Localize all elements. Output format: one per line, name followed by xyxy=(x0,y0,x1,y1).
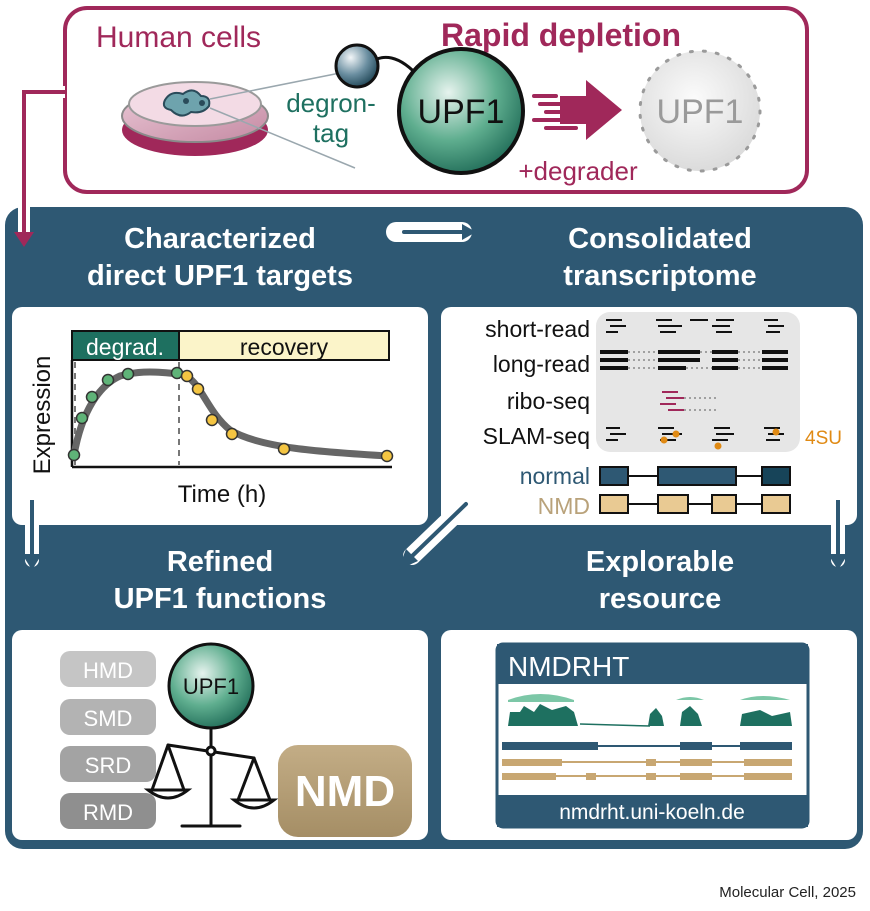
y-axis-label: Expression xyxy=(29,356,56,475)
rapid-depletion-title: Rapid depletion xyxy=(441,17,681,53)
row-label-slam-seq: SLAM-seq xyxy=(483,423,590,449)
targets-title-line1: Characterized xyxy=(124,223,316,255)
pathway-rmd-label: RMD xyxy=(83,800,133,825)
ribo-seq-track xyxy=(660,391,716,411)
upf1-protein-icon xyxy=(397,47,525,175)
pathway-hmd-box xyxy=(60,651,156,687)
panel-targets: Characterized direct UPF1 targets degrad… xyxy=(12,223,428,525)
coverage-track xyxy=(508,694,792,727)
functions-title-line1: Refined xyxy=(167,546,273,578)
data-point xyxy=(277,442,291,456)
reads-background xyxy=(596,312,800,452)
nmd-isoform xyxy=(599,494,791,514)
data-point xyxy=(101,373,115,387)
transcriptome-title-line2: transcriptome xyxy=(563,260,756,292)
arrow-down-icon xyxy=(22,554,42,570)
arrow-right-icon xyxy=(462,224,476,240)
resource-url[interactable]: nmdrht.uni-koeln.de xyxy=(559,801,745,824)
functions-title-line2: UPF1 functions xyxy=(114,583,327,615)
pathway-smd-label: SMD xyxy=(84,706,133,731)
nmd-box xyxy=(278,745,412,837)
panel-resource: Explorable resource NMDRHT nmdrht.uni-ko… xyxy=(398,493,857,840)
degrader-label: +degrader xyxy=(518,156,638,186)
transcriptome-title-line1: Consolidated xyxy=(568,223,752,255)
row-label-short-read: short-read xyxy=(485,316,590,342)
degron-label-line2: tag xyxy=(313,118,349,148)
app-name: NMDRHT xyxy=(508,651,629,682)
targets-title-line2: direct UPF1 targets xyxy=(87,260,353,292)
short-reads-track xyxy=(606,319,784,333)
arrow-down-icon xyxy=(14,232,34,247)
degron-tag-icon xyxy=(334,43,380,89)
phase-degrad-label: degrad. xyxy=(86,334,164,360)
transcript-track-tan xyxy=(502,759,792,780)
long-reads-track xyxy=(600,350,788,370)
arrow-down-icon xyxy=(828,554,848,570)
data-point xyxy=(85,390,99,404)
4su-label: 4SU xyxy=(805,428,842,449)
upf1-label: UPF1 xyxy=(418,93,505,131)
top-panel: Human cells Rapid depletion degron- tag … xyxy=(14,6,809,247)
balance-scale-icon xyxy=(143,726,279,828)
data-point xyxy=(191,382,205,396)
slam-seq-track xyxy=(606,427,784,450)
normal-isoform xyxy=(599,466,791,486)
pathway-smd-box xyxy=(60,699,156,735)
pathway-rmd-box xyxy=(60,793,156,829)
journal-credit: Molecular Cell, 2025 xyxy=(719,884,856,901)
data-point xyxy=(121,367,135,381)
depleted-upf1-icon xyxy=(638,49,762,173)
degron-label-line1: degron- xyxy=(286,88,376,118)
panel-transcriptome: Consolidated transcriptome short-read lo… xyxy=(386,222,857,525)
depleted-upf1-label: UPF1 xyxy=(657,93,744,131)
nmd-label: NMD xyxy=(538,493,590,519)
data-point xyxy=(67,448,81,462)
row-label-ribo-seq: ribo-seq xyxy=(507,388,590,414)
petri-dish-icon xyxy=(121,81,269,156)
data-point xyxy=(225,427,239,441)
human-cells-label: Human cells xyxy=(96,21,261,54)
phase-recovery-box xyxy=(178,330,390,361)
pathway-hmd-label: HMD xyxy=(83,658,133,683)
x-axis-label: Time (h) xyxy=(178,481,266,508)
phase-recovery-label: recovery xyxy=(240,334,329,360)
data-point xyxy=(75,411,89,425)
row-label-long-read: long-read xyxy=(493,351,590,377)
data-point xyxy=(380,449,394,463)
functions-upf1-label: UPF1 xyxy=(183,674,239,699)
transcript-track-navy xyxy=(502,742,792,750)
resource-title-line2: resource xyxy=(599,583,722,615)
pathway-srd-label: SRD xyxy=(85,753,131,778)
arrow-diagonal-icon xyxy=(398,549,418,570)
data-point xyxy=(180,369,194,383)
nmd-box-label: NMD xyxy=(295,767,395,816)
normal-label: normal xyxy=(520,463,590,489)
resource-title-line1: Explorable xyxy=(586,546,734,578)
pathway-srd-box xyxy=(60,746,156,782)
data-point xyxy=(205,413,219,427)
panel-functions: Refined UPF1 functions HMD SMD SRD RMD U… xyxy=(12,493,428,840)
